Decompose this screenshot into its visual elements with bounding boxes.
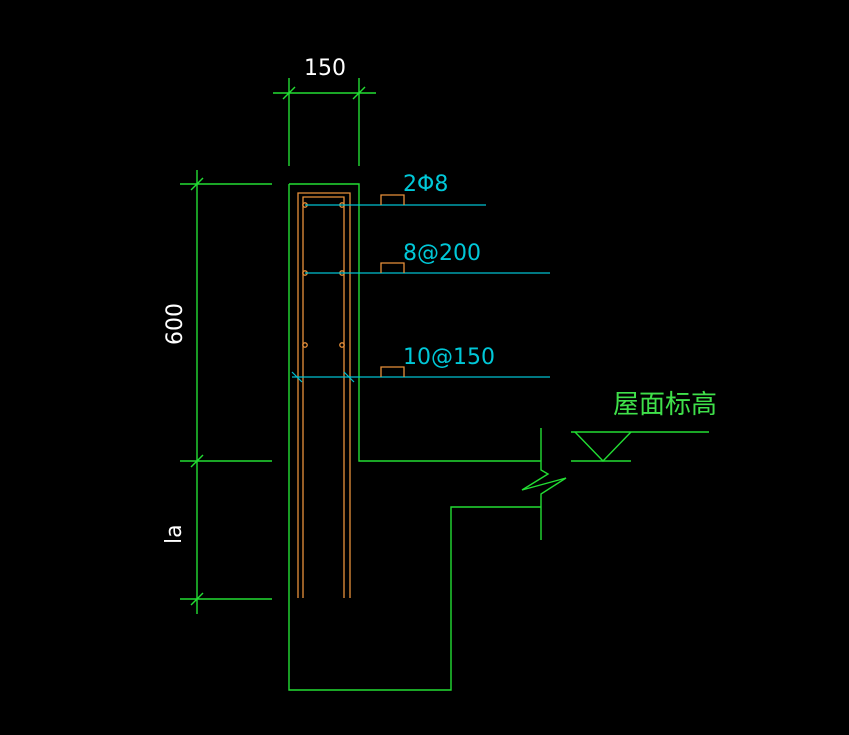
width-dimension xyxy=(273,78,376,166)
roof-elevation-symbol xyxy=(571,431,709,463)
concrete-outline xyxy=(288,183,567,691)
leader-tick xyxy=(291,371,303,383)
anchorage-dimension-text: la xyxy=(162,524,187,544)
leader-flag xyxy=(380,366,405,377)
label-vertical-bars: 10@150 xyxy=(403,345,495,370)
height-dimension xyxy=(180,170,272,614)
rebar-cage xyxy=(297,192,351,598)
break-line xyxy=(521,428,567,540)
leader-flag xyxy=(380,194,405,205)
rebar-dot xyxy=(339,342,345,348)
rebar-dot xyxy=(302,342,308,348)
leader-tick xyxy=(343,371,355,383)
roof-elevation-label: 屋面标高 xyxy=(613,390,717,420)
label-top-bars: 2Φ8 xyxy=(403,172,448,197)
rebar-leaders xyxy=(291,194,550,383)
leader-flag xyxy=(380,262,405,273)
height-dimension-text: 600 xyxy=(163,303,188,345)
stirrup-outer xyxy=(297,192,351,598)
width-dimension-text: 150 xyxy=(304,56,346,81)
label-stirrups: 8@200 xyxy=(403,241,481,266)
stirrup-inner xyxy=(302,196,345,598)
